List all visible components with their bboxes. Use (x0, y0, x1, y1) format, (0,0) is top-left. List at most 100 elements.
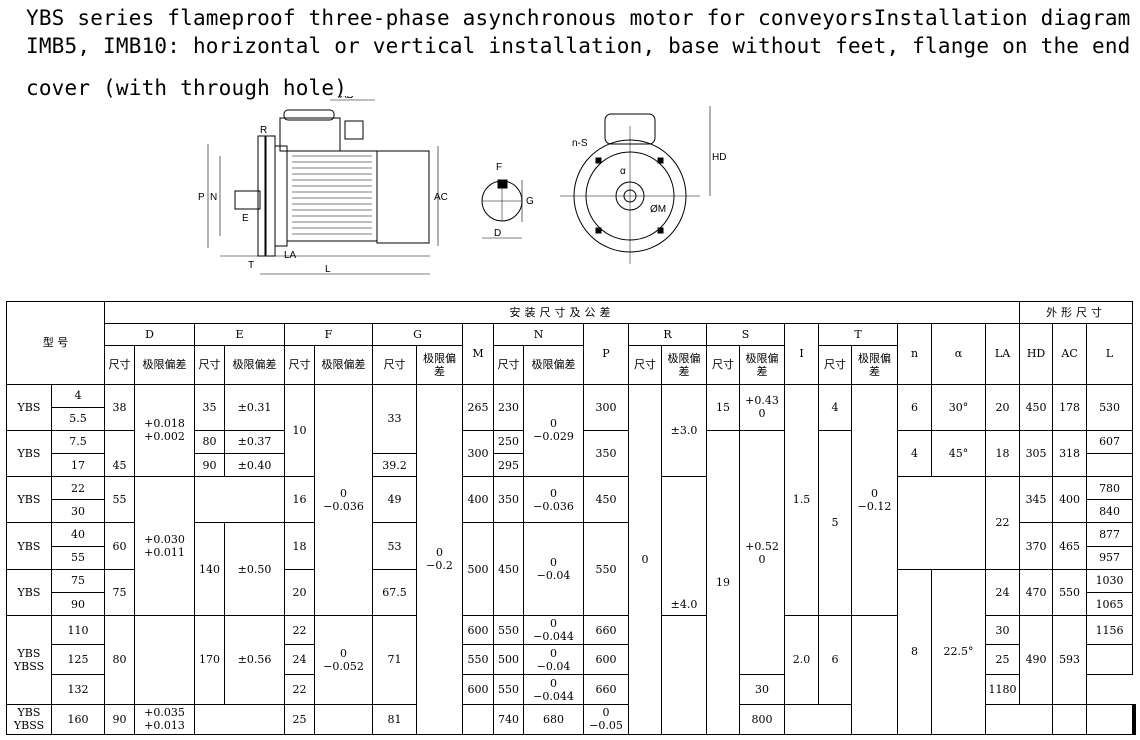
cell (194, 476, 285, 524)
cell: 10 (284, 383, 315, 478)
col-n: n (897, 323, 932, 385)
cell (194, 703, 285, 736)
cell: 0 −0.05 (583, 703, 629, 736)
col-LA: LA (984, 323, 1021, 385)
cell: 4 (818, 383, 852, 431)
sub-size: 尺寸 (372, 345, 417, 385)
cell: 0 −0.12 (851, 383, 898, 617)
cell: ±0.31 (224, 383, 285, 431)
cell: ±0.37 (224, 429, 285, 455)
cell: 170 (194, 615, 225, 705)
cell: 53 (372, 522, 417, 570)
cell (462, 703, 494, 736)
cell: YBS YBSS (6, 703, 52, 736)
cell: 0 −0.04 (523, 522, 584, 617)
col-P: P (583, 323, 629, 385)
label-G: G (526, 196, 534, 207)
label-LA: LA (284, 250, 297, 261)
cell: 957 (1086, 545, 1134, 570)
cell: ±3.0 (661, 383, 707, 478)
cell: 1290 (1134, 703, 1136, 736)
cell: 318 (1052, 429, 1088, 478)
cell: 0 −0.044 (523, 674, 584, 705)
cell: 593 (1052, 615, 1088, 705)
cell: 75 (104, 568, 135, 617)
cell: 660 (583, 615, 629, 646)
cell: 305 (1019, 429, 1054, 478)
cell: 22 (284, 615, 315, 646)
col-F: F (284, 323, 373, 347)
cell: 30° (931, 383, 986, 431)
label-phiM: ØM (650, 204, 666, 215)
cell: 5 (818, 429, 852, 617)
cell: 550 (493, 615, 524, 646)
col-M: M (462, 323, 494, 385)
cell: 45 (104, 429, 135, 478)
cell: 400 (462, 476, 494, 524)
sub-tol: 极限偏差 (851, 345, 898, 385)
label-E: E (242, 213, 249, 224)
cell: ±4.0 (661, 476, 707, 617)
cell: 38 (104, 383, 135, 431)
sub-tol: 极限偏差 (739, 345, 785, 385)
cell: 30 (739, 674, 785, 705)
cell: 67.5 (372, 568, 417, 617)
cell: 0 −0.029 (523, 383, 584, 478)
cell (661, 615, 707, 735)
cell: 600 (583, 644, 629, 676)
col-I: I (784, 323, 819, 385)
cell: 178 (1052, 383, 1088, 431)
cell: 0 (628, 383, 662, 736)
cell: 24 (284, 644, 315, 676)
cell: 660 (583, 674, 629, 705)
cell: 500 (493, 644, 524, 676)
installation-diagram: AD R P N E T LA L AC F G D n-S (180, 90, 740, 286)
cell: 75 (51, 568, 105, 593)
cell: 607 (1086, 429, 1134, 455)
cell: 25 (984, 644, 1021, 676)
label-F: F (496, 162, 502, 173)
cell (1086, 703, 1134, 736)
dimension-table: 型 号 安装尺寸及公差 外形尺寸 D E F G M N P R S I T n… (6, 300, 1136, 736)
cell: 22 (284, 674, 315, 705)
cell: 39.2 (372, 452, 417, 478)
cell (314, 703, 373, 736)
cell: 300 (583, 383, 629, 431)
cell: +0.030 +0.011 (134, 476, 195, 617)
col-L: L (1086, 323, 1134, 385)
cell: 40 (51, 522, 105, 547)
sub-tol: 极限偏差 (523, 345, 584, 385)
cell: 45° (931, 429, 986, 478)
cell: +0.035 +0.013 (134, 703, 195, 736)
cell: 6 (897, 383, 932, 431)
cell: 5.5 (51, 406, 105, 431)
cell: 550 (462, 644, 494, 676)
cell: 300 (462, 429, 494, 478)
cell: 140 (194, 522, 225, 617)
front-view (560, 106, 711, 264)
col-N: N (493, 323, 584, 347)
cell (897, 476, 986, 570)
label-N: N (210, 192, 217, 203)
cell: 500 (462, 522, 494, 617)
side-view (207, 99, 439, 275)
cell: 680 (523, 703, 584, 736)
header-model: 型 号 (6, 301, 105, 385)
cell: 4 (897, 429, 932, 478)
sub-tol: 极限偏差 (134, 345, 195, 385)
label-AC: AC (434, 192, 448, 203)
col-S: S (706, 323, 785, 347)
cell: 230 (493, 383, 524, 431)
col-HD: HD (1019, 323, 1054, 385)
label-D: D (494, 228, 501, 239)
cell: 877 (1086, 522, 1134, 547)
cell: 25 (284, 703, 315, 736)
cell (784, 703, 852, 736)
col-E: E (194, 323, 285, 347)
cell: 550 (583, 522, 629, 617)
cell: 250 (493, 429, 524, 455)
cell: 450 (1019, 383, 1054, 431)
cell: 110 (51, 615, 105, 646)
cell: 0 −0.044 (523, 615, 584, 646)
cell (1086, 644, 1134, 676)
